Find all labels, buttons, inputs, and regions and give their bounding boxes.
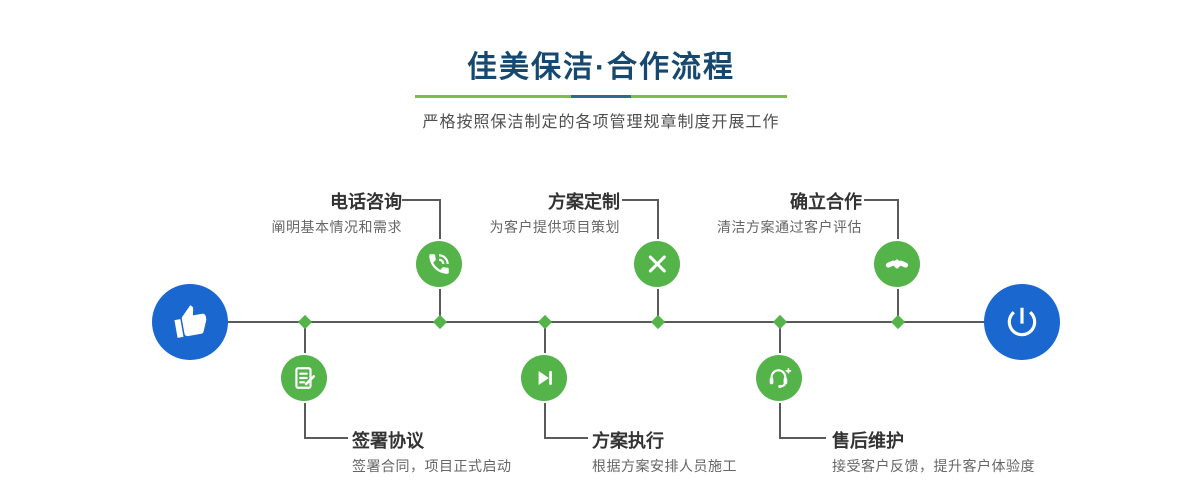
connector-bottom-3-h <box>779 437 826 439</box>
step-desc: 接受客户反馈，提升客户体验度 <box>832 458 1035 474</box>
step-node-headset <box>756 355 802 401</box>
step-desc: 为客户提供项目策划 <box>489 219 620 235</box>
step-node-play <box>521 355 567 401</box>
step-node-handshake <box>874 241 920 287</box>
step-title: 电话咨询 <box>330 192 402 212</box>
connector-top-2-h <box>622 199 659 201</box>
step-node-design <box>634 241 680 287</box>
design-tools-icon <box>644 251 670 277</box>
junction-diamond <box>650 314 666 330</box>
step-title: 确立合作 <box>790 192 862 212</box>
page-subtitle: 严格按照保洁制定的各项管理规章制度开展工作 <box>422 114 780 131</box>
step-title: 售后维护 <box>832 431 904 451</box>
page-title: 佳美保洁·合作流程 <box>467 51 735 84</box>
handshake-icon <box>884 251 910 277</box>
headset-icon <box>766 365 792 391</box>
connector-top-3-h <box>864 199 899 201</box>
junction-diamond <box>537 314 553 330</box>
step-node-phone <box>416 241 462 287</box>
contract-icon <box>291 365 317 391</box>
play-icon <box>531 365 557 391</box>
power-icon <box>1003 303 1041 341</box>
thumb-up-icon <box>169 301 211 343</box>
step-title: 方案定制 <box>548 192 620 212</box>
start-node <box>152 284 228 360</box>
step-desc: 根据方案安排人员施工 <box>592 458 737 474</box>
connector-top-1-h <box>402 199 441 201</box>
phone-icon <box>426 251 452 277</box>
junction-diamond <box>890 314 906 330</box>
junction-diamond <box>297 314 313 330</box>
connector-bottom-1-h <box>304 437 348 439</box>
junction-diamond <box>432 314 448 330</box>
junction-diamond <box>772 314 788 330</box>
step-node-contract <box>281 355 327 401</box>
step-desc: 阐明基本情况和需求 <box>271 219 402 235</box>
title-divider <box>415 95 787 98</box>
step-title: 方案执行 <box>592 431 664 451</box>
end-node <box>984 284 1060 360</box>
step-desc: 签署合同，项目正式启动 <box>352 458 512 474</box>
step-desc: 清洁方案通过客户评估 <box>717 219 862 235</box>
step-title: 签署协议 <box>352 431 424 451</box>
connector-bottom-2-h <box>544 437 588 439</box>
timeline-main-line <box>188 321 1024 323</box>
